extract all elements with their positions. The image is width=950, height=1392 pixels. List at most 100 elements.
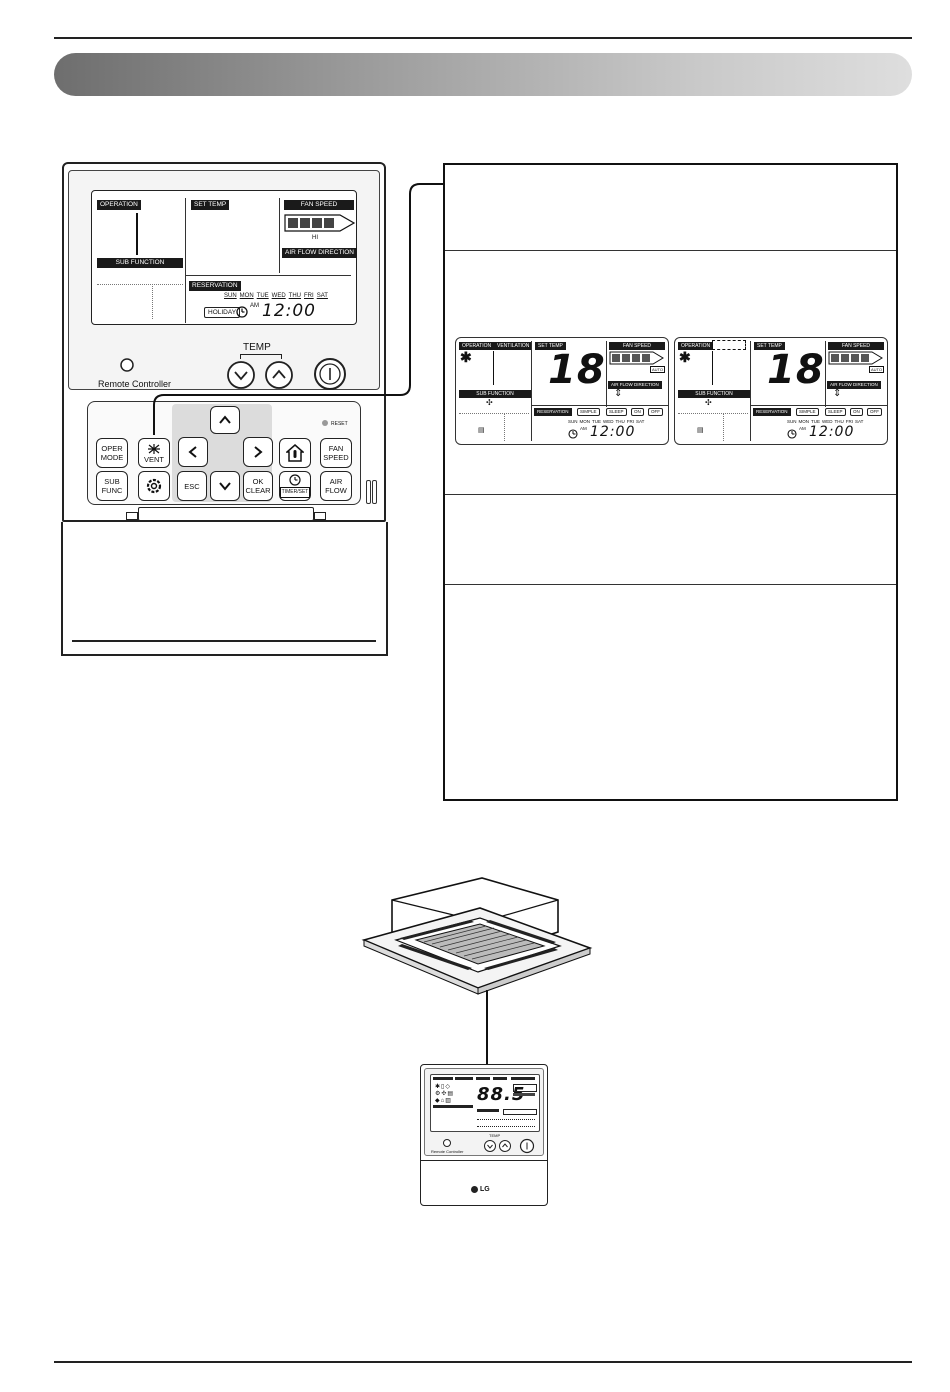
controller-base [61, 522, 388, 656]
day-label: THU [834, 419, 844, 424]
esc-button[interactable]: ESC [177, 471, 207, 501]
home-leave-button[interactable] [279, 438, 311, 468]
temp-unit: °C [812, 354, 819, 360]
vent-button[interactable]: VENT [138, 438, 170, 468]
chevron-left-icon [188, 446, 197, 458]
temp-up-button[interactable] [264, 360, 294, 390]
filter-icon: ▤ [697, 427, 704, 434]
set-temp-value: 18 [548, 347, 606, 393]
ok-clear-button[interactable]: OK CLEAR [243, 471, 273, 501]
snowflake-icon: ✱ [460, 349, 472, 365]
sleep-label: SLEEP [606, 408, 627, 416]
day-label: TUE [256, 293, 269, 299]
operation-label: OPERATION [678, 342, 714, 350]
remote-controller-caption: Remote Controller [98, 379, 172, 389]
clock-icon [289, 474, 301, 486]
up-arrow-button[interactable] [210, 406, 240, 434]
day-label: SAT [636, 419, 645, 424]
panel-divider [445, 250, 896, 251]
clock-time: 12:00 [590, 424, 636, 440]
holiday-label: HOLIDAY [204, 307, 241, 318]
ventilation-blink-indicator [712, 340, 746, 350]
operation-label: OPERATION [459, 342, 495, 350]
small-sensor-icon [443, 1139, 451, 1147]
section-banner [54, 53, 912, 96]
controller-lcd: OPERATION SET TEMP FAN SPEED HI AIR FLOW… [91, 190, 357, 325]
simple-label: SIMPLE [796, 408, 819, 416]
reset-button[interactable] [322, 420, 328, 426]
fan-icon: ✣ [486, 398, 493, 407]
function-setting-button[interactable] [138, 471, 170, 501]
am-label: AM [250, 303, 259, 309]
oper-mode-button[interactable]: OPER MODE [96, 438, 128, 468]
fan-speed-label: FAN SPEED [609, 342, 665, 350]
on-label: ON [850, 408, 863, 416]
air-flow-label: AIR FLOW DIRECTION [282, 248, 357, 258]
day-label: SAT [316, 293, 328, 299]
air-flow-arrow-icon: ⇕ [614, 388, 623, 399]
day-label: SAT [855, 419, 864, 424]
gear-icon [146, 478, 162, 494]
left-arrow-button[interactable] [178, 437, 208, 467]
clock-time: 12:00 [809, 424, 855, 440]
small-temp-label: TEMP [489, 1133, 501, 1138]
chevron-up-icon [219, 415, 231, 424]
hinge [138, 507, 314, 521]
fan-speed-bars [609, 351, 664, 365]
vent-label: VENT [143, 454, 164, 464]
operation-label: OPERATION [97, 200, 141, 210]
callout-leader-line [153, 183, 443, 435]
air-flow-button[interactable]: AIR FLOW [320, 471, 352, 501]
fan-speed-label: FAN SPEED [284, 200, 354, 210]
snowflake-icon: ✱ [679, 349, 691, 365]
off-label: OFF [648, 408, 663, 416]
connecting-cable [486, 990, 488, 1066]
fan-speed-bars [828, 351, 883, 365]
air-flow-arrow-icon: ⇕ [833, 388, 842, 399]
day-label: FRI [845, 419, 854, 424]
day-label: THU [615, 419, 625, 424]
day-label: MON [579, 419, 591, 424]
filter-icon: ▤ [478, 427, 485, 434]
air-flow-label: AIR FLOW DIRECTION [827, 381, 881, 389]
am-label: AM [580, 426, 587, 431]
day-label: MON [239, 293, 254, 299]
weekday-row: SUN MON TUE WED THU FRI SAT [787, 419, 863, 424]
fan-icon: ✣ [705, 398, 712, 407]
simple-label: SIMPLE [577, 408, 600, 416]
day-label: SUN [787, 419, 797, 424]
reservation-label: RESERVATION [189, 281, 241, 291]
lcd-example-ventilation-on: OPERATION VENTILATION ✱ SET TEMP 18 °C F… [455, 337, 669, 445]
clock-icon [787, 429, 797, 439]
day-label: WED [603, 419, 614, 424]
sub-function-label: SUB FUNCTION [678, 390, 750, 398]
down-arrow-button[interactable] [210, 471, 240, 501]
chevron-right-icon [254, 446, 263, 458]
home-thermometer-icon [286, 444, 304, 462]
set-temp-value: 18 [767, 347, 825, 393]
reservation-label: RESERVATION [534, 408, 572, 416]
temp-down-button[interactable] [226, 360, 256, 390]
day-label: MON [798, 419, 810, 424]
auto-label: AUTO [650, 366, 666, 373]
vent-icon [148, 443, 160, 454]
day-label: SUN [568, 419, 578, 424]
set-temp-label: SET TEMP [191, 200, 230, 210]
right-arrow-button[interactable] [243, 437, 273, 467]
top-rule [54, 37, 912, 39]
reset-label: RESET [331, 421, 348, 427]
steps-panel [443, 163, 898, 801]
on-label: ON [631, 408, 644, 416]
fan-speed-key-label: FAN SPEED [323, 444, 349, 462]
clock-time: 12:00 [262, 301, 316, 321]
day-label: TUE [592, 419, 602, 424]
sub-function-label: SUB FUNCTION [97, 258, 183, 268]
power-icon[interactable] [313, 357, 347, 391]
sub-func-label: SUB FUNC [101, 477, 123, 495]
air-flow-label: AIR FLOW DIRECTION [608, 381, 662, 389]
timer-set-button[interactable]: TIMER/SET [279, 471, 311, 501]
fan-speed-button[interactable]: FAN SPEED [320, 438, 352, 468]
sub-func-button[interactable]: SUB FUNC [96, 471, 128, 501]
day-label: FRI [626, 419, 635, 424]
bottom-rule [54, 1361, 912, 1363]
